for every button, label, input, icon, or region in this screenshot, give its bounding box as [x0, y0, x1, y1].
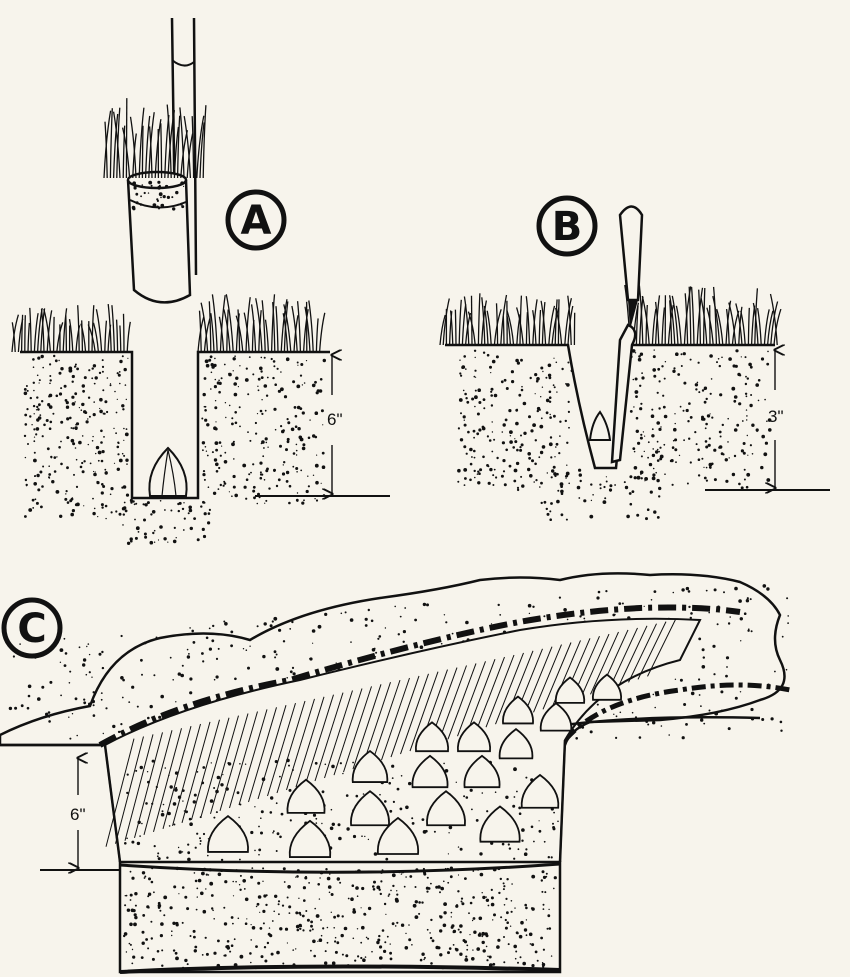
bulb-icon — [590, 412, 610, 440]
depth-indicator-a: 6" — [255, 355, 390, 496]
panel-a: 6" A — [12, 18, 390, 545]
panel-label-c: C — [4, 600, 60, 656]
depth-label-a: 6" — [327, 410, 343, 429]
depth-label-b: 3" — [768, 407, 784, 426]
depth-indicator-b: 3" — [705, 350, 830, 490]
bulb-icon — [149, 448, 186, 496]
bulb-planter-tool — [104, 98, 206, 302]
panel-c: C — [0, 573, 790, 972]
panel-label-b: B — [539, 198, 595, 254]
soil-profile-a — [12, 294, 330, 545]
bed-cross-section — [0, 573, 790, 972]
trowel-tool — [612, 207, 642, 463]
svg-text:B: B — [552, 204, 583, 250]
svg-text:A: A — [241, 198, 272, 244]
depth-label-c: 6" — [70, 805, 86, 824]
panel-label-a: A — [228, 192, 284, 248]
panel-b: 3" B — [440, 198, 830, 521]
soil-profile-b — [440, 285, 781, 521]
svg-text:C: C — [17, 606, 46, 652]
